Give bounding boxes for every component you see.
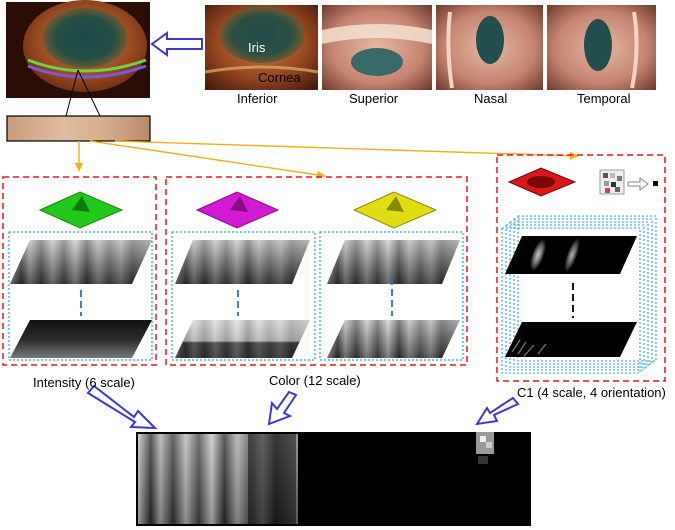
color-stack-box-right	[319, 231, 464, 361]
c1-box	[496, 154, 666, 382]
c1-stack-frames	[501, 215, 657, 374]
color-map-top-right	[327, 240, 460, 284]
orange-arrows	[75, 140, 579, 179]
flow-arrow-icon	[627, 177, 658, 191]
color-box	[165, 176, 468, 366]
intensity-pyramid-icon	[38, 191, 124, 229]
color-pyramid-magenta-icon	[195, 191, 280, 229]
iris-label: Iris	[248, 40, 266, 55]
intensity-map-top	[10, 240, 152, 284]
inferior-image	[204, 5, 319, 90]
main-eye-image	[6, 0, 150, 98]
c1-label: C1 (4 scale, 4 orientation)	[517, 385, 666, 400]
color-map-bottom-right	[327, 320, 460, 358]
cornea-label: Cornea	[258, 70, 301, 85]
view-label-superior: Superior	[349, 91, 399, 106]
color-pyramid-yellow-icon	[352, 191, 438, 229]
temporal-image	[547, 5, 656, 90]
zoom-line-right	[77, 69, 101, 117]
color-stack-box-left	[171, 231, 316, 361]
c1-pyramid-icon	[507, 167, 577, 197]
zoom-line-left	[65, 69, 79, 117]
intensity-stack-box	[8, 231, 153, 361]
view-label-inferior: Inferior	[237, 91, 278, 106]
intensity-down-arrow-icon	[86, 384, 158, 430]
view-label-temporal: Temporal	[577, 91, 631, 106]
color-map-top-left	[175, 240, 310, 284]
gabor-filter-icon	[599, 169, 625, 195]
nasal-image	[436, 5, 543, 90]
color-down-arrow-icon	[267, 390, 298, 426]
c1-down-arrow-icon	[475, 396, 520, 426]
color-map-bottom-left	[175, 320, 310, 358]
back-arrow-icon	[150, 31, 203, 57]
intensity-map-bottom	[10, 320, 152, 358]
intensity-label: Intensity (6 scale)	[33, 375, 135, 390]
c1-map-bottom	[505, 322, 637, 357]
extracted-strip	[6, 115, 151, 142]
superior-image	[322, 5, 432, 90]
feature-matrix	[136, 432, 531, 526]
color-label: Color (12 scale)	[269, 373, 361, 388]
view-label-nasal: Nasal	[474, 91, 508, 106]
c1-map-top	[505, 236, 637, 274]
